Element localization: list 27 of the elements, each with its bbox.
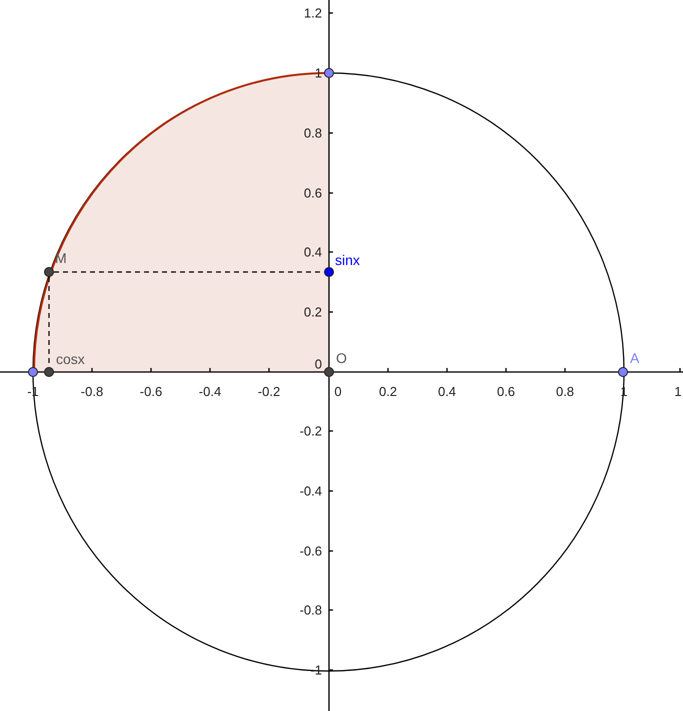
tick-label: -0.8 (80, 385, 104, 398)
tick-label: -0.8 (300, 604, 322, 616)
tick-label: 0.4 (304, 246, 322, 258)
tick-label: 0.4 (438, 385, 456, 398)
tick-label: 1 (674, 385, 682, 398)
point-label: A (630, 351, 640, 365)
point-label: sinx (335, 253, 360, 267)
tick-label: 0.8 (556, 385, 574, 398)
tick-label: 0.2 (304, 306, 322, 318)
tick-label: 0 (314, 358, 322, 370)
point-label: cosx (56, 352, 85, 366)
tick-label: -0.6 (140, 385, 162, 398)
tick-label: 0.6 (304, 186, 322, 200)
tick-label: -0.2 (258, 385, 280, 398)
point (324, 68, 334, 78)
tick-label: 0.6 (496, 385, 516, 398)
tick-label: 0.2 (378, 385, 398, 398)
point-label: M (55, 251, 67, 265)
tick-label: 0 (334, 385, 342, 398)
tick-label: -0.4 (198, 385, 222, 398)
tick-label: 1.2 (304, 6, 322, 20)
point-label: O (336, 351, 347, 365)
tick-label: -0.4 (300, 484, 322, 498)
tick-label: 0.8 (304, 126, 322, 140)
tick-label: -0.2 (300, 424, 322, 438)
point (28, 367, 38, 377)
tick-label: -0.6 (300, 544, 322, 558)
